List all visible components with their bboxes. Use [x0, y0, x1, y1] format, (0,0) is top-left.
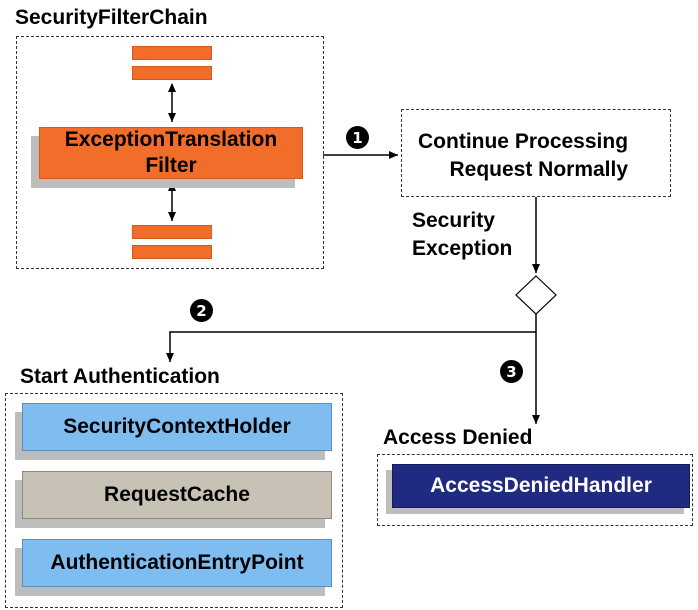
continue-processing-container [401, 109, 671, 197]
step-3-badge: 3 [500, 360, 523, 383]
filter-chain-container [16, 36, 324, 269]
filter-chain-title: SecurityFilterChain [15, 6, 208, 29]
access-denied-container [377, 454, 693, 526]
security-exception-line2: Exception [412, 237, 513, 260]
arrow-start-authentication [166, 314, 537, 362]
filter-bar [132, 66, 212, 80]
continue-line2: Request Normally [449, 158, 629, 181]
filter-bar [132, 245, 212, 259]
access-denied-handler-box: AccessDeniedHandler [392, 464, 690, 508]
start-authentication-title: Start Authentication [20, 365, 220, 388]
step-1-badge: 1 [346, 126, 369, 149]
exception-filter-label-line2: Filter [145, 154, 197, 177]
security-exception-line1: Security [412, 209, 495, 232]
exception-translation-filter: ExceptionTranslation Filter [39, 127, 303, 179]
continue-line1: Continue Processing [418, 130, 629, 153]
continue-processing-label: Continue Processing Request Normally [418, 128, 628, 184]
start-authentication-container [5, 393, 343, 608]
filter-bar [132, 225, 212, 239]
decision-diamond [515, 275, 557, 315]
exception-filter-label-line1: ExceptionTranslation [64, 128, 278, 151]
filter-bar [132, 46, 212, 60]
security-context-holder-box: SecurityContextHolder [22, 403, 332, 451]
step-2-badge: 2 [190, 299, 213, 322]
request-cache-box: RequestCache [22, 471, 332, 519]
security-exception-label: Security Exception [412, 207, 512, 263]
authentication-entry-point-box: AuthenticationEntryPoint [22, 539, 332, 587]
access-denied-title: Access Denied [383, 426, 533, 449]
